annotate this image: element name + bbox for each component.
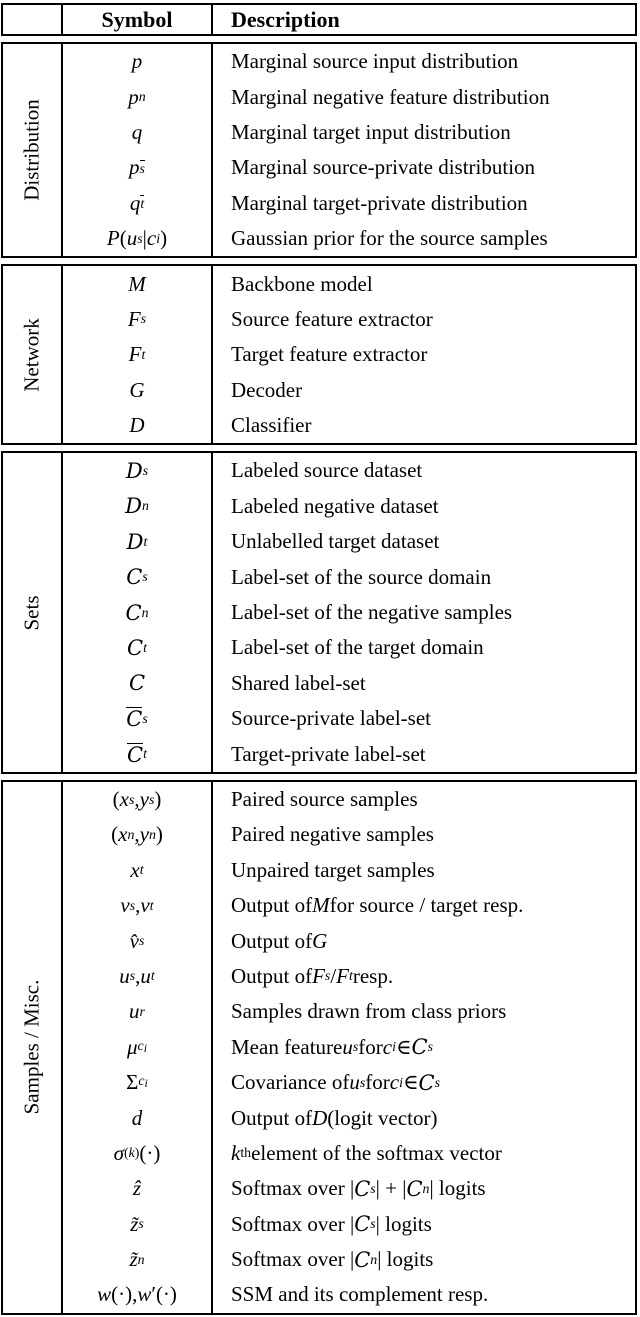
header-symbol-label: Symbol xyxy=(101,6,173,32)
section-label: Samples / Misc. xyxy=(19,979,44,1115)
description-cell: Label-set of the target domain xyxy=(231,635,484,660)
symbol-cell: p xyxy=(131,49,143,74)
symbol-cell: σ(k)(·) xyxy=(113,1140,161,1165)
description-cell: Source-private label-set xyxy=(231,706,431,731)
header-empty-cell xyxy=(3,5,63,34)
description-cell: Backbone model xyxy=(231,271,373,296)
description-cell: Unlabelled target dataset xyxy=(231,529,440,554)
description-cell: Decoder xyxy=(231,377,303,402)
symbol-cell: G xyxy=(129,377,145,402)
symbol-cell: q xyxy=(131,119,143,144)
header-description-cell: Description xyxy=(213,5,635,34)
section-label-cell: Network xyxy=(3,266,63,444)
symbol-cell: w(·), w′(·) xyxy=(97,1282,177,1307)
section-label: Distribution xyxy=(19,99,44,201)
description-cell: Marginal target input distribution xyxy=(231,119,511,144)
symbol-cell: ẑ xyxy=(132,1176,142,1201)
symbol-cell: v̂s xyxy=(129,928,145,953)
section-label: Network xyxy=(19,318,44,392)
description-cell: Paired negative samples xyxy=(231,822,434,847)
description-cell: SSM and its complement resp. xyxy=(231,1282,489,1307)
description-cell: Gaussian prior for the source samples xyxy=(231,226,548,251)
description-cell: Samples drawn from class priors xyxy=(231,999,507,1024)
section-label-cell: Distribution xyxy=(3,44,63,257)
description-cell: Target feature extractor xyxy=(231,342,428,367)
description-cell: Marginal target-private distribution xyxy=(231,190,528,215)
description-cell: Marginal negative feature distribution xyxy=(231,84,550,109)
symbol-cell: d xyxy=(131,1105,143,1130)
table-header: Symbol Description xyxy=(1,3,637,36)
symbol-cell: M xyxy=(128,271,146,296)
description-cell: Marginal source-private distribution xyxy=(231,155,536,180)
symbol-cell: C xyxy=(128,671,146,696)
header-description-label: Description xyxy=(231,6,340,32)
symbol-cell: z̃s xyxy=(130,1211,144,1236)
symbol-cell: z̃n xyxy=(129,1247,145,1272)
description-cell: Labeled negative dataset xyxy=(231,493,439,518)
description-cell: Label-set of the source domain xyxy=(231,564,492,589)
description-cell: Target-private label-set xyxy=(231,741,426,766)
description-cell: Source feature extractor xyxy=(231,306,433,331)
description-cell: Labeled source dataset xyxy=(231,458,423,483)
description-cell: Shared label-set xyxy=(231,670,366,695)
description-cell: Output of M for source / target resp. xyxy=(231,893,524,918)
description-cell: Classifier xyxy=(231,413,312,438)
paper-notation-table-page: { "table": { "header": { "symbol": "Symb… xyxy=(0,3,640,1317)
description-cell: Marginal source input distribution xyxy=(231,49,519,74)
section-label-cell: Samples / Misc. xyxy=(3,781,63,1313)
description-cell: Label-set of the negative samples xyxy=(231,600,513,625)
description-cell: Output of D (logit vector) xyxy=(231,1105,438,1130)
section-label-cell: Sets xyxy=(3,453,63,772)
description-cell: Paired source samples xyxy=(231,787,418,811)
section-label: Sets xyxy=(19,595,44,631)
symbol-cell: D xyxy=(129,413,145,438)
header-symbol-cell: Symbol xyxy=(63,5,213,34)
description-cell: Unpaired target samples xyxy=(231,857,435,882)
description-cell: Output of G xyxy=(231,928,328,953)
